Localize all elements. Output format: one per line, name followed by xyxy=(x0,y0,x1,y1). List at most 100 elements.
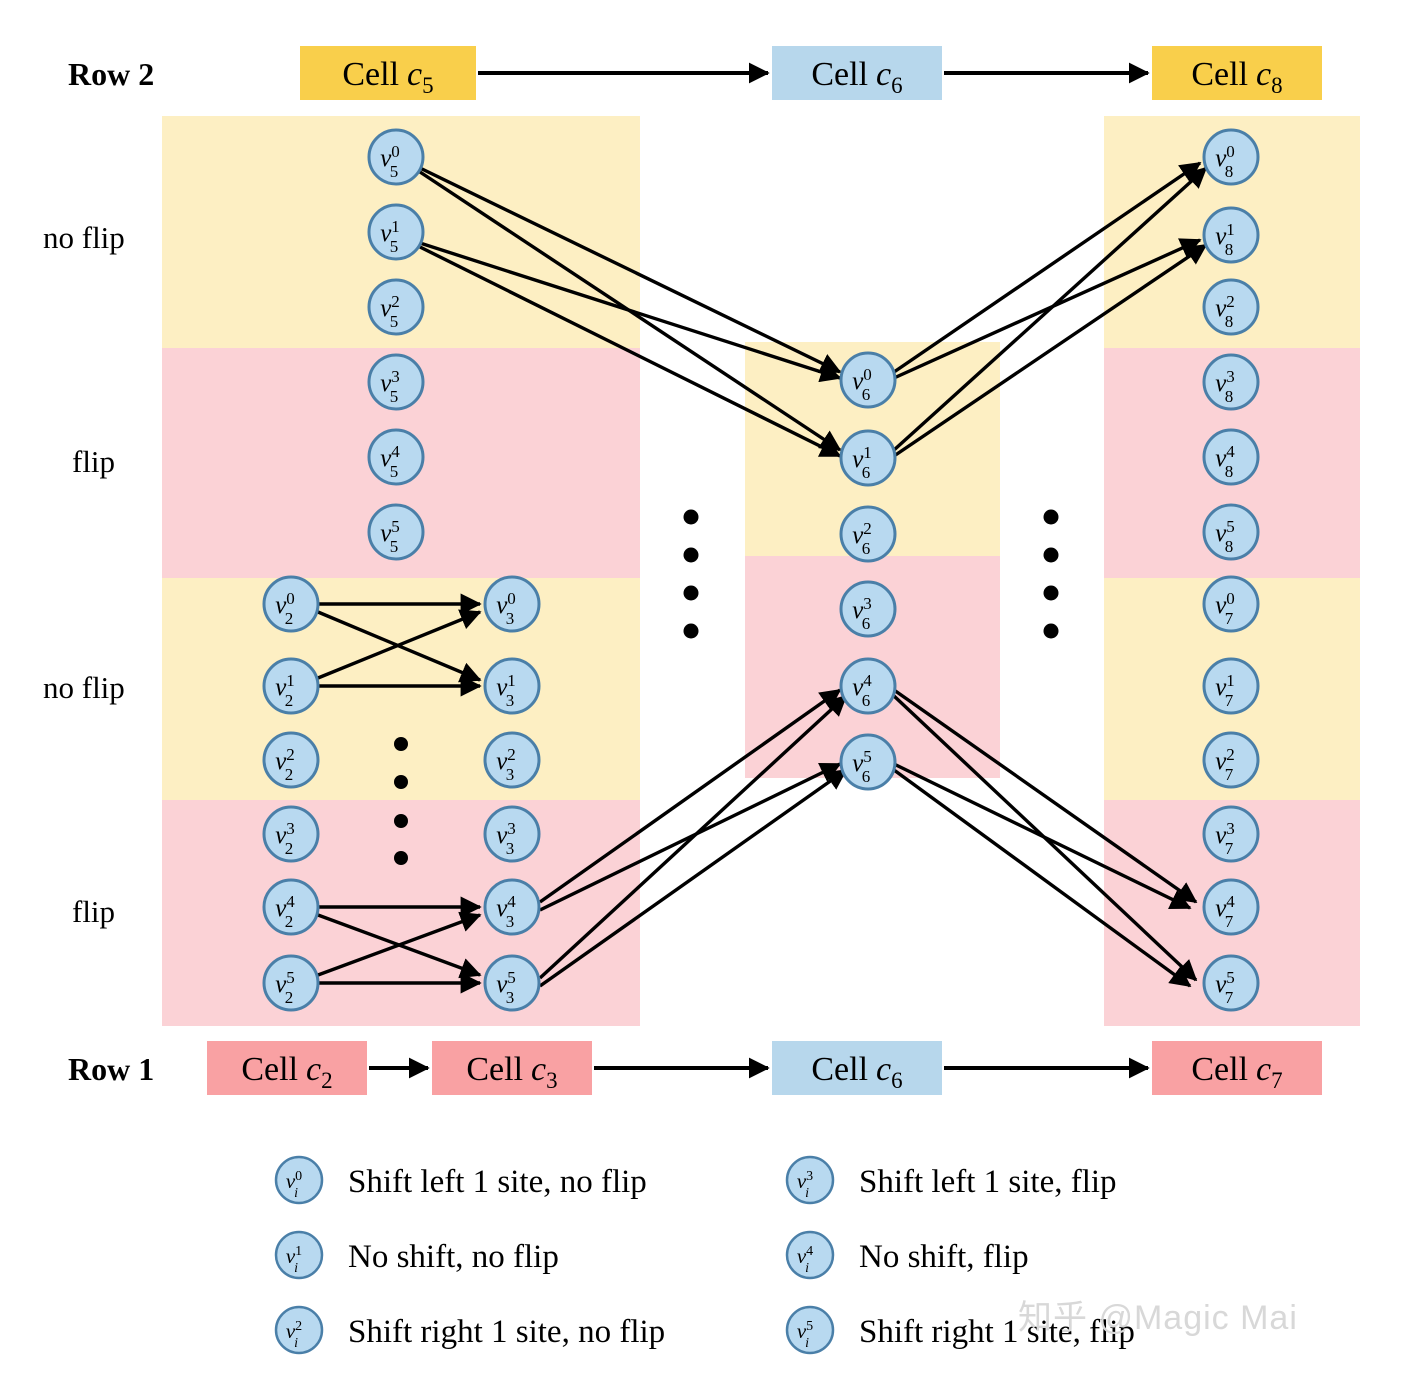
node-v5-2[interactable] xyxy=(367,278,425,336)
edge-v3-4-to-v6-4 xyxy=(539,688,842,904)
node-v8-1[interactable] xyxy=(1202,206,1260,264)
legend-label-0: Shift left 1 site, no flip xyxy=(348,1164,647,1200)
legend-label-2: Shift right 1 site, no flip xyxy=(348,1314,665,1350)
edge-v2-1-to-v3-0 xyxy=(317,609,482,680)
node-v8-5[interactable] xyxy=(1202,503,1260,561)
node-v7-2[interactable] xyxy=(1202,731,1260,789)
node-v3-4[interactable] xyxy=(483,878,541,936)
legend-node-icon-0 xyxy=(274,1155,324,1205)
node-v2-0[interactable] xyxy=(262,575,320,633)
node-v8-2[interactable] xyxy=(1202,278,1260,336)
ellipsis-left-column xyxy=(394,737,408,865)
band-left-flip-bottom xyxy=(162,800,640,1026)
legend-label-1: No shift, no flip xyxy=(348,1239,559,1275)
edges xyxy=(317,161,1208,994)
node-v7-0[interactable] xyxy=(1202,575,1260,633)
legend-label-3: Shift left 1 site, flip xyxy=(859,1164,1117,1200)
node-v3-2[interactable] xyxy=(483,731,541,789)
ellipsis-groups xyxy=(394,509,1059,865)
node-v7-1[interactable] xyxy=(1202,657,1260,715)
edge-v6-5-to-v7-4 xyxy=(893,762,1192,910)
node-v2-1[interactable] xyxy=(262,657,320,715)
legend-node-icon-5 xyxy=(785,1305,835,1355)
side-labels: Row 2 Row 1 no flip flip no flip flip xyxy=(43,56,154,1087)
node-v7-5[interactable] xyxy=(1202,954,1260,1012)
legend-node-icon-1 xyxy=(274,1230,324,1280)
node-v2-2[interactable] xyxy=(262,731,320,789)
band-left-noflip-bottom xyxy=(162,578,640,800)
node-v8-4[interactable] xyxy=(1202,428,1260,486)
node-v2-4[interactable] xyxy=(262,878,320,936)
legend-node-icon-3 xyxy=(785,1155,835,1205)
cell-box-c7[interactable] xyxy=(1152,1041,1322,1095)
node-v3-0[interactable] xyxy=(483,575,541,633)
edge-v6-1-to-v8-0 xyxy=(892,166,1208,452)
node-v2-3[interactable] xyxy=(262,805,320,863)
node-v6-1[interactable] xyxy=(839,429,897,487)
cell-box-c8[interactable] xyxy=(1152,46,1322,100)
edge-v3-4-to-v6-5 xyxy=(539,762,842,912)
cell-box-c3[interactable] xyxy=(432,1041,592,1095)
cell-box-c6-bottom[interactable] xyxy=(772,1041,942,1095)
node-v5-5[interactable] xyxy=(367,503,425,561)
cell-box-c2[interactable] xyxy=(207,1041,367,1095)
node-v8-3[interactable] xyxy=(1202,353,1260,411)
node-v3-5[interactable] xyxy=(483,954,541,1012)
nodes xyxy=(262,128,1260,1012)
node-v7-3[interactable] xyxy=(1202,805,1260,863)
node-v6-0[interactable] xyxy=(839,351,897,409)
node-v5-3[interactable] xyxy=(367,353,425,411)
node-v6-3[interactable] xyxy=(839,580,897,638)
svg-text:v0i: v0i xyxy=(286,1169,302,1201)
row-label-row2: Row 2 xyxy=(68,56,154,92)
edge-v5-0-to-v6-0 xyxy=(419,166,842,374)
cell-box-c5[interactable] xyxy=(300,46,476,100)
edge-v5-1-to-v6-1 xyxy=(419,245,842,458)
node-v6-4[interactable] xyxy=(839,657,897,715)
svg-text:v3i: v3i xyxy=(797,1169,813,1201)
node-v5-0[interactable] xyxy=(367,128,425,186)
edge-v3-5-to-v6-5 xyxy=(539,768,848,988)
node-v7-4[interactable] xyxy=(1202,878,1260,936)
cell-box-c6-top[interactable] xyxy=(772,46,942,100)
node-v6-2[interactable] xyxy=(839,505,897,563)
node-v3-1[interactable] xyxy=(483,657,541,715)
node-v5-1[interactable] xyxy=(367,203,425,261)
node-v3-3[interactable] xyxy=(483,805,541,863)
svg-text:v2i: v2i xyxy=(286,1319,302,1351)
flip-label-band3: no flip xyxy=(43,670,125,705)
node-v5-4[interactable] xyxy=(367,428,425,486)
node-v6-5[interactable] xyxy=(839,733,897,791)
flip-label-band1: no flip xyxy=(43,220,125,255)
svg-text:v1i: v1i xyxy=(286,1244,302,1276)
svg-text:v5i: v5i xyxy=(797,1319,813,1351)
node-v2-5[interactable] xyxy=(262,954,320,1012)
node-v8-0[interactable] xyxy=(1202,128,1260,186)
